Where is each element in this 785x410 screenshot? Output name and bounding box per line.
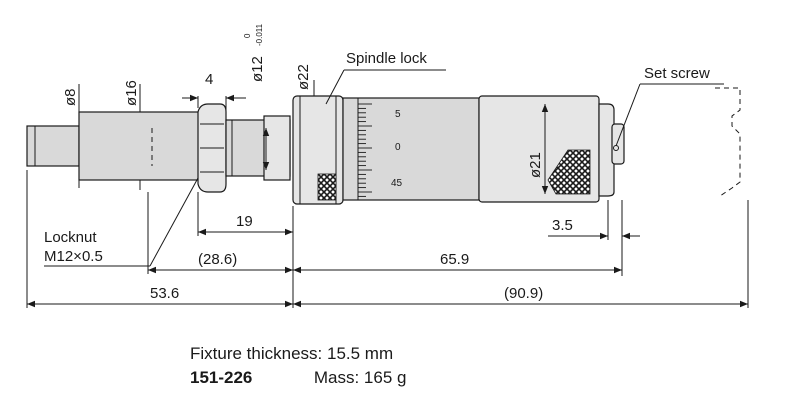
thimble-scale-ticks <box>358 103 372 197</box>
rear-extension-outline <box>715 87 741 197</box>
dim-3-5: 3.5 <box>552 217 573 234</box>
scale-label-5: 5 <box>395 109 401 120</box>
callout-locknut: Locknut <box>44 229 97 246</box>
dim-d22: ø22 <box>295 64 312 90</box>
dim-28-6: (28.6) <box>198 251 237 268</box>
dim-d21: ø21 <box>527 152 544 178</box>
spindle <box>26 125 80 167</box>
dim-65-9: 65.9 <box>440 251 469 268</box>
dim-width-4: 4 <box>205 71 213 88</box>
callout-locknut-thread: M12×0.5 <box>44 248 103 265</box>
thimble-knurl <box>547 149 591 195</box>
model-number: 151-226 <box>190 368 253 387</box>
callout-set-screw: Set screw <box>644 65 710 82</box>
model-mass-row: 151-226 Mass: 165 g <box>190 368 406 388</box>
sleeve <box>342 97 480 201</box>
lock-knurl <box>317 173 337 201</box>
dim-19: 19 <box>236 213 253 230</box>
scale-label-0: 0 <box>395 142 401 153</box>
dim-90-9: (90.9) <box>504 285 543 302</box>
dim-d12-tol-lower: -0.011 <box>255 23 264 46</box>
dim-d16: ø16 <box>123 80 140 106</box>
stem <box>78 111 204 181</box>
ratchet-cap <box>598 103 615 197</box>
dim-53-6: 53.6 <box>150 285 179 302</box>
dim-d12: ø12 <box>249 56 266 82</box>
fixture-thickness-text: Fixture thickness: 15.5 mm <box>190 344 394 363</box>
mass-text: Mass: 165 g <box>313 368 407 387</box>
dim-d12-tol-upper: 0 <box>243 33 252 38</box>
callout-spindle-lock: Spindle lock <box>346 50 427 67</box>
dim-d8: ø8 <box>62 88 79 106</box>
scale-label-45: 45 <box>391 178 403 189</box>
